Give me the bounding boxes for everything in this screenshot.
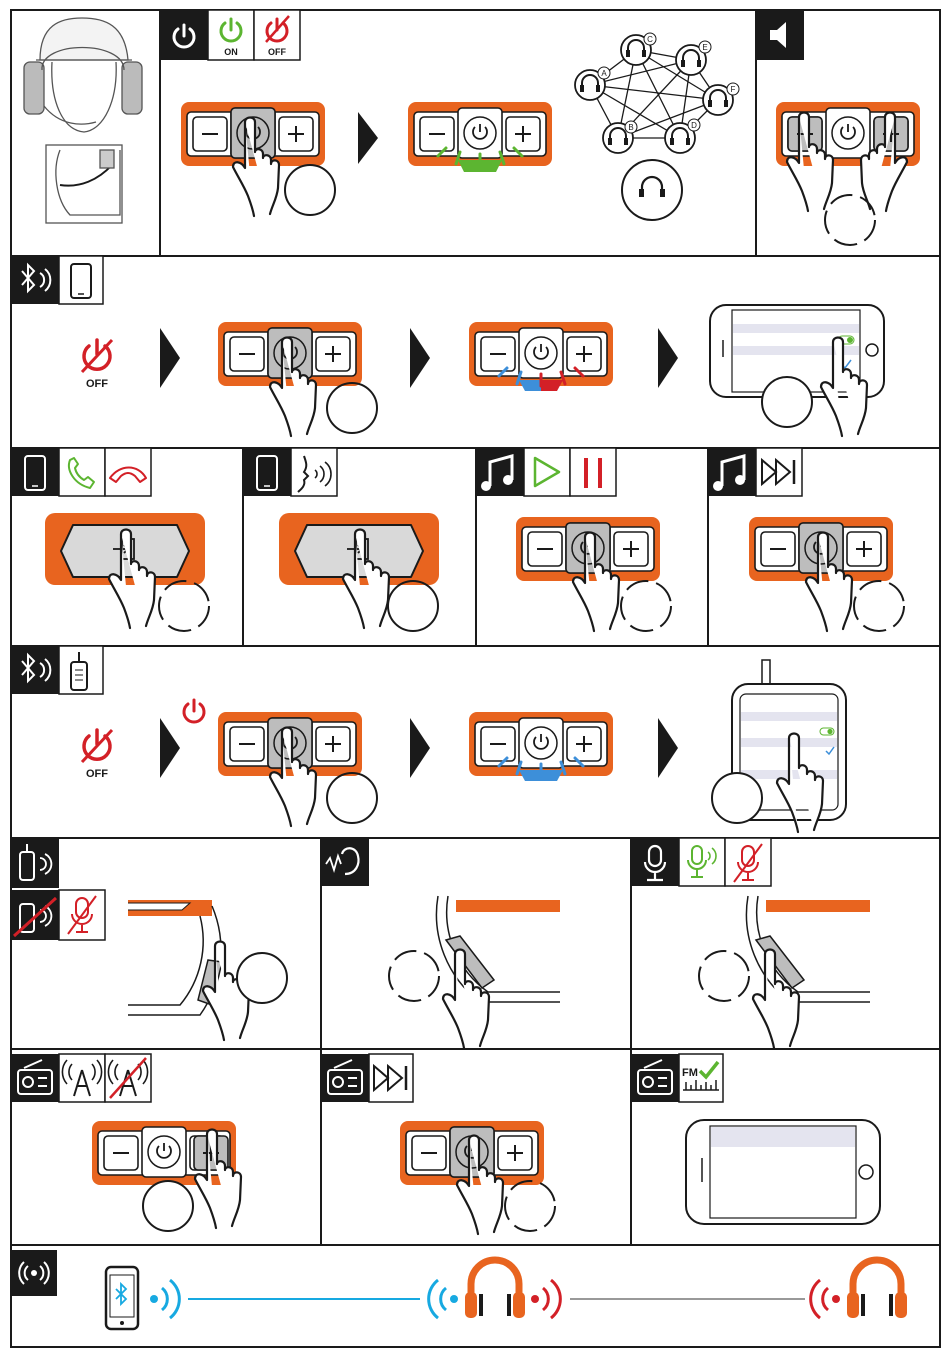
call-answer-icon xyxy=(59,448,105,496)
radio-pairing-led-blue xyxy=(469,712,613,781)
music-step xyxy=(516,517,671,631)
fm-next-step xyxy=(400,1121,555,1234)
antenna-on-icon xyxy=(59,1054,105,1102)
press-duration-circle xyxy=(285,165,335,215)
node-b-label: B xyxy=(628,123,633,132)
node-a-label: A xyxy=(601,69,607,78)
radio-transmit-icon xyxy=(11,838,59,888)
speaker-icon xyxy=(756,10,804,60)
power-off-icon: OFF xyxy=(254,10,300,60)
mic-on-icon xyxy=(679,838,725,886)
intercom-network-diagram: A C E F B D xyxy=(575,33,739,220)
headset-icon xyxy=(465,1260,525,1318)
power-step-led-green xyxy=(408,102,552,172)
power-step-press xyxy=(181,102,335,216)
next-track-icon xyxy=(369,1054,413,1102)
fm-scan-icon: FM xyxy=(679,1054,723,1102)
share-signal-out xyxy=(531,1280,560,1318)
node-e-label: E xyxy=(702,43,707,52)
mic-muted-icon xyxy=(59,890,105,940)
radio-pairing-press-power xyxy=(218,712,377,826)
bluetooth-signal-in xyxy=(429,1280,458,1318)
phone-source xyxy=(106,1267,138,1329)
headset-icon xyxy=(847,1260,907,1318)
bluetooth-icon xyxy=(11,256,59,304)
microphone-step xyxy=(699,896,870,1048)
mic-muted-icon xyxy=(725,838,771,886)
headset-wearer-illustration xyxy=(24,18,142,223)
off-state-label: OFF xyxy=(86,768,108,780)
bluetooth-signal-out xyxy=(150,1280,179,1318)
node-c-label: C xyxy=(647,35,653,44)
off-label: OFF xyxy=(268,47,286,57)
bt-pairing-press-power xyxy=(218,322,377,436)
voice-icon xyxy=(291,448,337,496)
fm-radio-icon xyxy=(321,1054,369,1102)
smartphone-pairing-screen xyxy=(710,305,884,436)
ptt-button-step xyxy=(128,900,287,1040)
pause-icon xyxy=(570,448,616,496)
music-icon xyxy=(708,448,756,496)
arrow-icon xyxy=(658,718,678,778)
arrow-icon xyxy=(410,328,430,388)
function-button-press xyxy=(279,513,439,631)
bt-pairing-led-blue-red xyxy=(469,322,613,391)
power-icon xyxy=(160,10,208,60)
share-icon xyxy=(11,1250,57,1296)
call-end-icon xyxy=(105,448,151,496)
walkie-talkie-icon xyxy=(59,646,103,694)
fm-power-step xyxy=(92,1121,241,1231)
fm-scan-phone-screen xyxy=(686,1120,880,1224)
power-on-icon: ON xyxy=(208,10,254,60)
node-f-label: F xyxy=(731,85,736,94)
phone-icon xyxy=(59,256,103,304)
music-next-step xyxy=(749,517,904,631)
function-button-press xyxy=(45,513,209,631)
phone-icon xyxy=(243,448,291,496)
power-off-state: OFF xyxy=(82,340,112,390)
share-signal-in xyxy=(811,1280,840,1318)
node-d-label: D xyxy=(691,121,697,130)
power-off-state-icon xyxy=(184,700,204,722)
radio-off-icon xyxy=(11,890,59,940)
radio-pairing-screen xyxy=(712,660,846,832)
arrow-icon xyxy=(160,718,180,778)
next-track-icon xyxy=(756,448,802,496)
music-icon xyxy=(476,448,524,496)
play-icon xyxy=(524,448,570,496)
phone-icon xyxy=(11,448,59,496)
antenna-off-icon xyxy=(105,1054,151,1102)
hear-through-step xyxy=(389,896,560,1048)
off-state-label: OFF xyxy=(86,378,108,390)
bluetooth-icon xyxy=(11,646,59,694)
power-off-state: OFF xyxy=(82,730,112,780)
on-label: ON xyxy=(224,47,238,57)
fm-label: FM xyxy=(682,1067,698,1079)
volume-step xyxy=(776,102,920,245)
ear-icon xyxy=(321,838,369,886)
arrow-icon xyxy=(358,112,378,164)
fm-radio-icon xyxy=(11,1054,59,1102)
fm-radio-icon xyxy=(631,1054,679,1102)
arrow-icon xyxy=(160,328,180,388)
arrow-icon xyxy=(658,328,678,388)
arrow-icon xyxy=(410,718,430,778)
microphone-icon xyxy=(631,838,679,886)
